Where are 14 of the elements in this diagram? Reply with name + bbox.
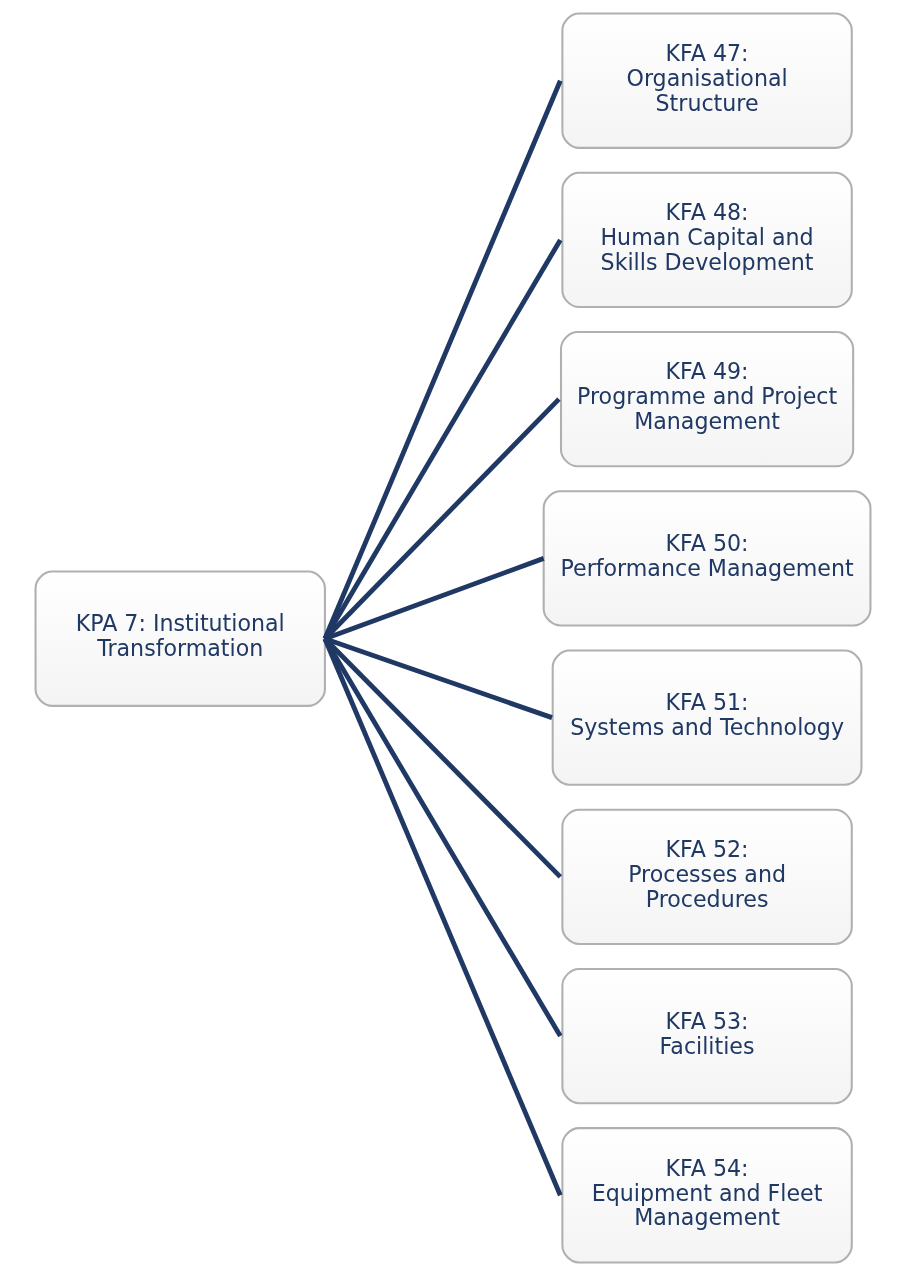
node-box: KFA 47: Organisational Structure bbox=[561, 12, 853, 149]
node-box: KFA 54: Equipment and Fleet Management bbox=[561, 1127, 853, 1264]
node-box: KFA 51: Systems and Technology bbox=[551, 649, 863, 786]
connector bbox=[322, 637, 563, 1197]
node-box: KFA 50: Performance Management bbox=[542, 490, 872, 627]
node-box: KFA 49: Programme and Project Management bbox=[559, 330, 855, 468]
node-box: KFA 53: Facilities bbox=[561, 967, 853, 1105]
connector bbox=[322, 637, 563, 1038]
connector bbox=[322, 79, 563, 640]
connector bbox=[322, 238, 563, 640]
node-box: KFA 48: Human Capital and Skills Development bbox=[561, 171, 853, 309]
node-box: KFA 52: Processes and Procedures bbox=[561, 808, 853, 946]
connector bbox=[323, 397, 561, 641]
node-box: KPA 7: Institutional Transformation bbox=[34, 570, 326, 707]
